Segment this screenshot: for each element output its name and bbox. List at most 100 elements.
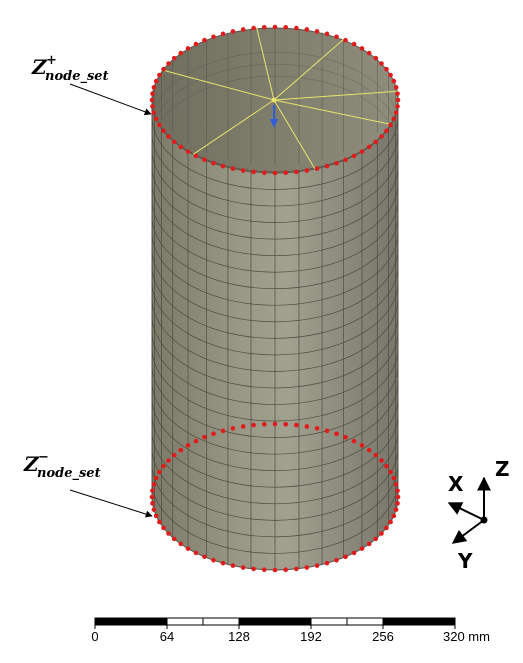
top-node [334,34,339,40]
mesh-ring [151,199,399,273]
mesh-inner-ring [153,75,397,137]
bottom-node [294,422,299,428]
bottom-node [149,494,155,500]
scale-segment [310,617,348,626]
bottom-node [193,550,199,556]
bottom-node [151,482,157,487]
bottom-node [324,428,330,434]
bottom-node [314,563,320,568]
top-node [366,144,372,150]
reference-point-marker [271,97,277,103]
mesh-ring [151,315,399,389]
top-node [366,50,372,56]
bottom-node [150,501,155,506]
mesh-grid [151,27,399,570]
bottom-node [202,434,207,440]
top-node [171,139,177,145]
scale-segment [274,617,312,626]
top-node [157,122,162,128]
top-node [379,134,384,139]
bottom-node [171,452,177,458]
bottom-node [185,546,191,551]
bottom-node [220,428,226,434]
top-node [230,29,236,34]
bottom-node [393,482,399,487]
bottom-node [373,452,379,458]
mesh-ring [151,463,399,538]
top-node [379,61,384,66]
bottom-node [178,541,184,547]
top-node [153,116,159,122]
scale-tick-label: 192 [300,629,322,644]
scale-bar-segments [94,617,456,626]
bottom-node [193,438,199,444]
top-node [324,31,330,37]
scale-segment [94,617,132,626]
top-node [220,31,226,37]
bottom-node [272,421,278,427]
top-node [193,41,199,47]
constraint-line [192,99,275,155]
scale-segment [382,617,420,626]
bottom-node [166,458,171,463]
top-node [294,169,299,175]
bottom-node [351,438,357,444]
mesh-ring [151,166,399,240]
triad-x-label: X [448,472,464,496]
bottom-node [166,531,171,536]
top-label-sub: node_set [45,69,109,84]
top-node [166,61,171,66]
bottom-label-sub: node_set [37,466,101,481]
top-node [202,37,207,43]
top-node [373,139,379,145]
top-node [283,170,289,176]
top-node [391,78,397,84]
bottom-node [304,565,310,570]
scale-segment [418,617,456,626]
scale-segment [238,617,276,626]
top-label-leader [69,83,152,116]
bottom-node [388,519,393,525]
bottom-node [324,560,330,566]
top-node [324,163,330,169]
top-node [178,144,184,150]
bottom-node [366,447,372,453]
top-node [359,149,365,154]
scale-tick-label: 64 [160,629,174,644]
bottom-node [157,519,162,525]
bottom-node [384,525,389,531]
bottom-node [395,494,401,500]
top-node [384,128,389,134]
bottom-node [230,563,236,568]
reference-point [270,97,278,128]
top-node [294,25,299,31]
top-node [151,110,157,115]
top-node [178,50,184,56]
top-node [151,85,157,90]
mesh-ring [151,348,399,422]
top-node [240,27,246,32]
bottom-node [202,554,207,560]
axis-triad-icon: Z X Y [447,457,510,573]
top-node [251,25,256,31]
bottom-node [240,565,246,570]
bottom-node [230,426,236,431]
top-node [334,160,339,166]
mesh-ring [151,364,399,439]
bottom-node [251,566,256,572]
top-node [150,104,155,109]
top-node [161,128,166,134]
bottom-node [359,546,365,551]
mesh-ring [151,430,399,505]
bottom-node [261,567,267,573]
bottom-node [373,536,379,542]
bottom-node [395,501,400,506]
mesh-ring [151,298,399,372]
top-node [240,168,246,173]
bottom-node [150,488,155,493]
triad-origin [480,516,488,524]
mesh-ring [151,447,399,521]
bottom-node [314,426,320,431]
